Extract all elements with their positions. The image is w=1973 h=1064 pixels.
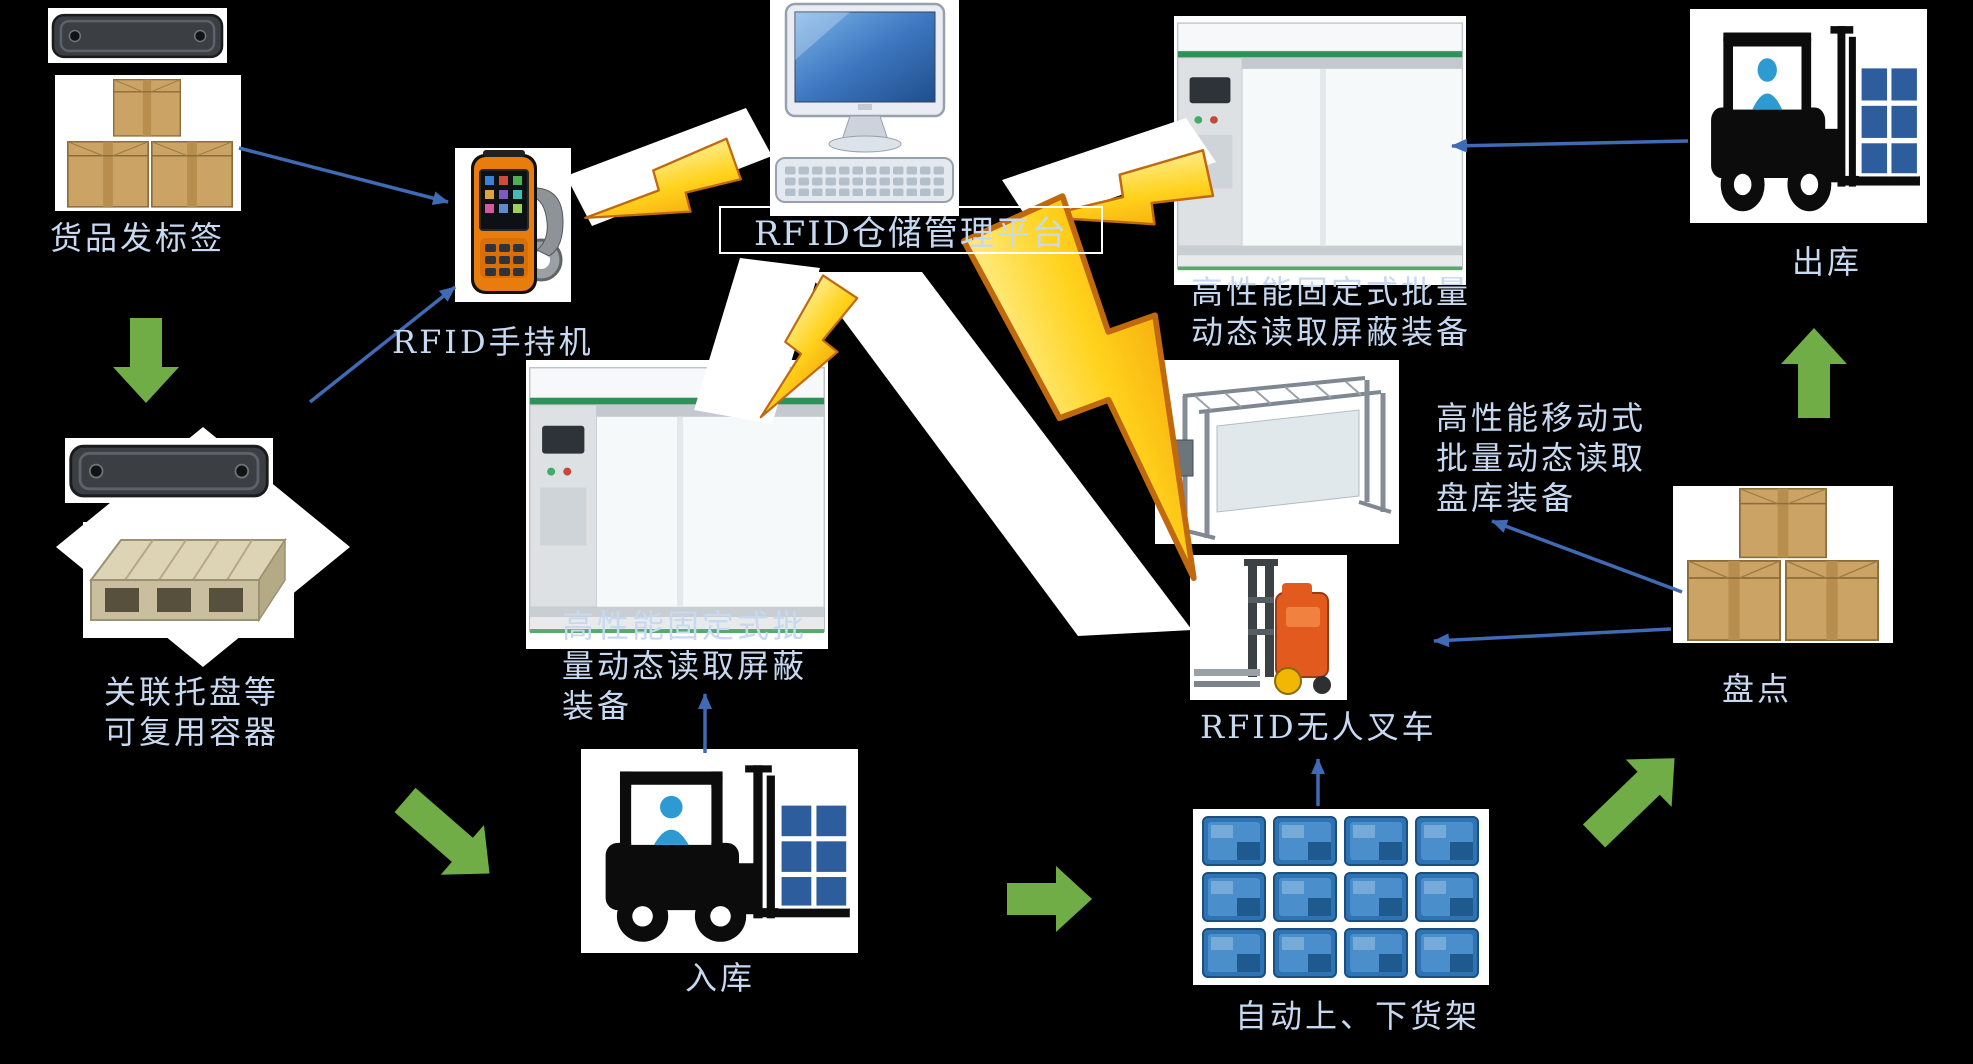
mobile-reader-frame-image	[1155, 360, 1399, 544]
management-platform-computer-image	[770, 0, 959, 216]
label-pallet-container-line2: 可复用容器	[104, 713, 280, 751]
rfid-tag-icon	[69, 444, 269, 498]
label-handheld: RFID手持机	[392, 323, 594, 361]
label-gate-center: 高性能固定式批 量动态读取屏蔽 装备	[562, 606, 807, 726]
rfid-label-tag-image	[48, 8, 227, 63]
fixed-reader-gate-right-image	[1174, 16, 1466, 285]
forklift-icon	[604, 763, 852, 944]
carton-stack-icon	[66, 78, 233, 208]
label-auto-racks: 自动上、下货架	[1235, 997, 1481, 1035]
label-gate-right: 高性能固定式批量 动态读取屏蔽装备	[1191, 272, 1471, 352]
label-goods-tagging: 货品发标签	[50, 219, 226, 257]
rfid-tag-icon	[51, 13, 224, 59]
label-pallet-container-line1: 关联托盘等	[104, 673, 280, 711]
stocktake-boxes-image	[1673, 486, 1893, 643]
platform-title-text: RFID仓储管理平台	[754, 213, 1068, 254]
gantry-frame-icon	[1166, 376, 1392, 540]
label-stocktake: 盘点	[1722, 670, 1793, 708]
label-mobile-reader-line3: 盘库装备	[1436, 479, 1577, 517]
label-pallet-container: 关联托盘等 可复用容器	[104, 672, 279, 752]
label-gate-center-line3: 装备	[562, 687, 633, 725]
label-inbound: 入库	[685, 959, 756, 997]
outbound-forklift-image	[1690, 9, 1927, 223]
label-gate-center-line1: 高性能固定式批	[562, 607, 808, 645]
goods-boxes-image	[55, 75, 241, 211]
pallet-tag-image	[65, 438, 273, 503]
rfid-handheld-image	[455, 148, 571, 302]
agv-forklift-image	[1190, 555, 1347, 700]
label-gate-right-line2: 动态读取屏蔽装备	[1191, 313, 1472, 351]
handheld-terminal-icon	[471, 150, 564, 294]
label-agv-forklift: RFID无人叉车	[1200, 708, 1437, 746]
forklift-icon	[1709, 24, 1922, 213]
label-mobile-reader: 高性能移动式 批量动态读取 盘库装备	[1436, 398, 1646, 518]
desktop-computer-icon	[775, 2, 954, 203]
label-gate-center-line2: 量动态读取屏蔽	[562, 647, 808, 685]
label-outbound: 出库	[1792, 243, 1863, 281]
label-gate-right-line1: 高性能固定式批量	[1191, 273, 1472, 311]
platform-title: RFID仓储管理平台	[719, 206, 1103, 254]
auto-racks-image	[1193, 809, 1489, 985]
reader-gate-icon	[1176, 22, 1464, 272]
pallet-image	[83, 522, 294, 638]
agv-forklift-icon	[1194, 559, 1331, 695]
label-mobile-reader-line2: 批量动态读取	[1436, 439, 1647, 477]
rack-grid-icon	[1202, 816, 1479, 978]
label-mobile-reader-line1: 高性能移动式	[1436, 399, 1647, 437]
carton-stack-icon	[1686, 487, 1880, 642]
pallet-icon	[89, 537, 287, 623]
inbound-forklift-image	[581, 749, 858, 953]
